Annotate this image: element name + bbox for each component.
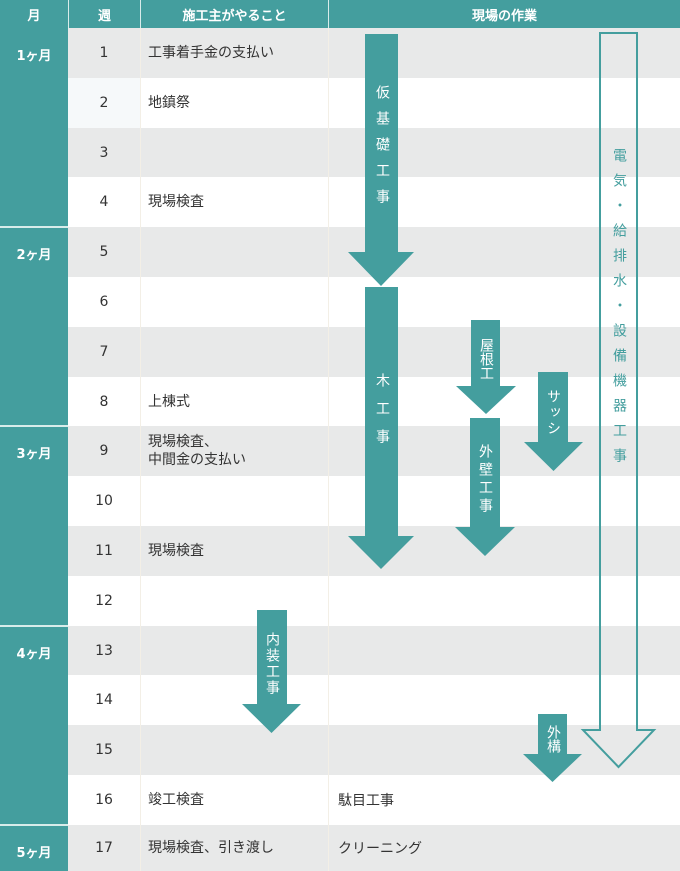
month-label: 4ヶ月 [0, 626, 68, 825]
header-site-work: 現場の作業 [329, 0, 680, 28]
owner-task: 竣工検査 [148, 792, 204, 808]
month-divider [0, 625, 68, 627]
table-row [68, 775, 680, 825]
owner-task: 現場検査、引き渡し [148, 840, 274, 856]
header-week: 週 [69, 0, 141, 28]
week-number: 14 [95, 692, 113, 708]
arrow-label: 屋根工 [478, 338, 494, 380]
week-number: 17 [95, 840, 113, 856]
month-divider [0, 226, 68, 228]
month-divider [0, 824, 68, 826]
arrow-label: 木工事 [374, 373, 390, 457]
week-number: 8 [99, 393, 109, 410]
month-divider [0, 425, 68, 427]
owner-task: 上棟式 [148, 393, 190, 410]
arrow-label: 電気・給排水・設備機器工事 [611, 147, 627, 473]
table-row [68, 576, 680, 626]
month-label: 5ヶ月 [0, 825, 68, 871]
header-month: 月 [0, 0, 69, 28]
week-cell-highlight [68, 78, 140, 128]
header-owner-tasks: 施工主がやること [141, 0, 329, 28]
arrow-label: 外壁工事 [477, 444, 493, 516]
table-row [68, 725, 680, 775]
month-label: 3ヶ月 [0, 426, 68, 626]
column-divider [140, 28, 141, 871]
week-number: 2 [99, 95, 109, 111]
month-label: 2ヶ月 [0, 227, 68, 426]
column-divider [328, 28, 329, 871]
arrow-label: サッシ [545, 388, 561, 437]
arrow-label: 仮基礎工事 [374, 85, 390, 215]
table-row [68, 825, 680, 871]
week-number: 4 [99, 194, 109, 210]
week-number: 3 [99, 144, 109, 161]
month-label: 1ヶ月 [0, 28, 68, 227]
week-number: 16 [95, 792, 113, 808]
owner-task: 現場検査 [148, 543, 204, 559]
week-number: 13 [95, 642, 113, 659]
week-number: 9 [99, 443, 109, 459]
site-work-item: 駄目工事 [338, 793, 394, 809]
week-number: 1 [99, 45, 109, 61]
week-number: 10 [95, 493, 113, 509]
arrow-label: 内装工事 [264, 632, 280, 696]
week-number: 11 [95, 543, 113, 559]
owner-task: 地鎮祭 [148, 95, 190, 111]
owner-task: 現場検査 [148, 194, 204, 210]
table-row [68, 675, 680, 725]
site-work-item: クリーニング [338, 841, 422, 857]
week-number: 12 [95, 593, 113, 609]
week-number: 15 [95, 742, 113, 758]
table-row [68, 626, 680, 675]
week-number: 6 [99, 294, 109, 310]
week-number: 7 [99, 344, 109, 360]
week-number: 5 [99, 244, 109, 260]
arrow-label: 外構 [545, 725, 561, 753]
owner-task: 工事着手金の支払い [148, 45, 274, 61]
owner-task: 現場検査、 中間金の支払い [148, 434, 246, 468]
